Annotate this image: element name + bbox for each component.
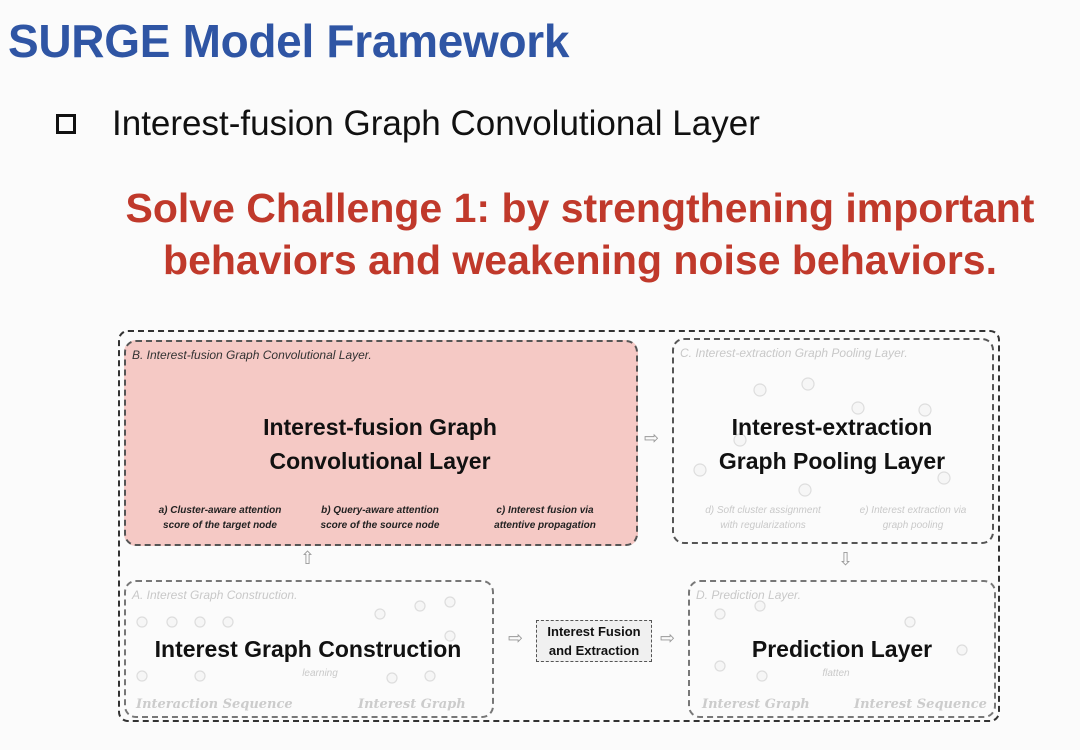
panel-c-title-line-2: Graph Pooling Layer	[718, 448, 946, 474]
panel-b-sub-a: a) Cluster-aware attention score of the …	[140, 503, 300, 533]
fusion-box-line-1: Interest Fusion	[547, 624, 641, 639]
panel-c-label: C. Interest-extraction Graph Pooling Lay…	[680, 346, 908, 360]
panel-d-note: flatten	[822, 668, 850, 679]
panel-a-caption-sequence: Interaction Sequence	[136, 697, 293, 712]
panel-b-sub-b-line-2: score of the source node	[320, 520, 440, 531]
arrow-right-icon: ⇨	[644, 428, 660, 448]
panel-d-caption-graph: Interest Graph	[702, 697, 810, 712]
panel-b-title: Interest-fusion Graph Convolutional Laye…	[240, 410, 520, 478]
panel-b-label: B. Interest-fusion Graph Convolutional L…	[132, 348, 372, 362]
fusion-box-line-2: and Extraction	[548, 643, 640, 658]
bullet-text: Interest-fusion Graph Convolutional Laye…	[112, 104, 760, 143]
panel-c-title-line-1: Interest-extraction	[731, 414, 933, 440]
panel-d-title: Prediction Layer	[751, 636, 933, 662]
panel-b-sub-c-line-2: attentive propagation	[494, 520, 596, 531]
panel-d-label: D. Prediction Layer.	[696, 588, 801, 602]
panel-c-graph-pooling: C. Interest-extraction Graph Pooling Lay…	[672, 338, 994, 544]
challenge-statement: Solve Challenge 1: by strengthening impo…	[80, 182, 1080, 286]
panel-a-note: learning	[302, 668, 338, 679]
arrow-down-icon: ⇩	[838, 549, 854, 569]
arrow-right-icon: ⇨	[660, 628, 676, 648]
panel-b-sub-a-line-1: a) Cluster-aware attention	[158, 505, 282, 516]
panel-a-title: Interest Graph Construction	[154, 636, 462, 662]
challenge-line-2: behaviors and weakening noise behaviors.	[163, 237, 997, 283]
framework-outer-border	[118, 330, 1000, 722]
panel-b-title-line-1: Interest-fusion Graph	[263, 414, 497, 440]
panel-a-graph-construction: A. Interest Graph Construction.	[124, 580, 494, 718]
panel-c-title: Interest-extraction Graph Pooling Layer	[686, 410, 978, 478]
panel-b-sub-a-line-2: score of the target node	[163, 520, 277, 531]
panel-b-sub-c: c) Interest fusion via attentive propaga…	[470, 503, 620, 533]
bullet-item: Interest-fusion Graph Convolutional Laye…	[56, 104, 760, 144]
panel-d-prediction: D. Prediction Layer.	[688, 580, 996, 718]
panel-b-sub-c-line-1: c) Interest fusion via	[496, 505, 594, 516]
interest-fusion-extraction-box: Interest Fusion and Extraction	[536, 620, 652, 662]
arrow-up-icon: ⇧	[300, 548, 316, 568]
panel-c-sub-d-line-2: with regularizations	[720, 520, 806, 531]
panel-b-graph-convolutional: B. Interest-fusion Graph Convolutional L…	[124, 340, 638, 546]
panel-c-sub-d: d) Soft cluster assignment with regulari…	[688, 503, 838, 533]
panel-c-sub-e: e) Interest extraction via graph pooling	[838, 503, 988, 533]
panel-a-caption-graph: Interest Graph	[358, 697, 466, 712]
slide-title: SURGE Model Framework	[8, 15, 570, 67]
panel-c-sub-e-line-1: e) Interest extraction via	[859, 505, 967, 516]
panel-c-sub-e-line-2: graph pooling	[882, 520, 944, 531]
checkbox-bullet-icon	[56, 114, 76, 134]
panel-b-sub-b-line-1: b) Query-aware attention	[321, 505, 439, 516]
panel-a-label: A. Interest Graph Construction.	[132, 588, 298, 602]
panel-c-sub-d-line-1: d) Soft cluster assignment	[705, 505, 821, 516]
panel-d-caption-sequence: Interest Sequence	[854, 697, 987, 712]
challenge-line-1: Solve Challenge 1: by strengthening impo…	[125, 185, 1035, 231]
arrow-right-icon: ⇨	[508, 628, 524, 648]
panel-b-title-line-2: Convolutional Layer	[269, 448, 491, 474]
panel-b-sub-b: b) Query-aware attention score of the so…	[300, 503, 460, 533]
